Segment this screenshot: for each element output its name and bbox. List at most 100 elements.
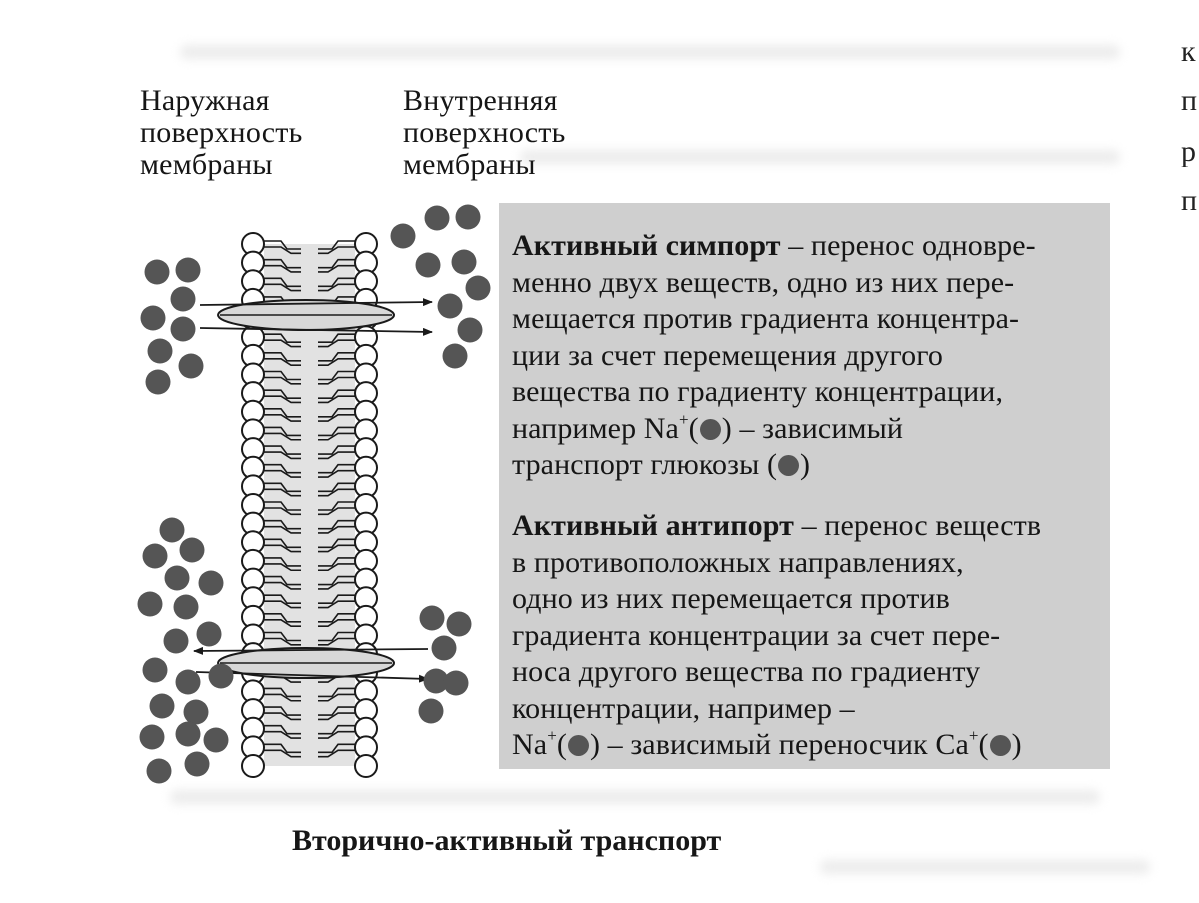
lipid-tail [318,581,355,590]
calcium-ion-icon [989,735,1011,756]
ion-icon [183,699,209,725]
lipid-tail [264,544,301,553]
lipid-tail [264,501,301,511]
lipid-tail [318,544,355,553]
lipid-tail [318,445,355,455]
lipid-tail [318,563,355,572]
lipid-tail [318,370,355,381]
antiport-arrow-inward [195,671,429,683]
lipid-tail [318,358,355,366]
sodium-ion-icon [567,735,589,756]
lipid-tail [264,613,301,623]
ion-icon [175,257,201,283]
symport-definition: Активный симпорт – перенос одновре- менн… [512,228,1036,484]
bleed-through-line [820,860,1150,874]
ions [137,204,491,784]
lipid-tail [318,613,355,623]
lipid-tail [318,283,355,292]
ion-icon [446,611,472,637]
lipid-tail [318,376,355,385]
lipid-tail [264,445,301,455]
paren: ( [556,728,567,761]
ion-icon [163,628,189,654]
outer-surface-label: Наружная поверхность мембраны [140,85,302,181]
lipid-tail [318,264,355,273]
lipid-tail [318,395,355,404]
ion-icon [164,565,190,591]
antiport-line: носа другого вещества по градиенту [512,655,981,688]
lipid-tail [318,333,355,344]
ion-icon [149,693,175,719]
ion-icon [173,594,199,620]
ion-icon [139,724,165,750]
lipid-tail [264,749,301,758]
lipid-tail [264,333,301,344]
ion-icon [415,252,441,278]
cropped-text-fragment: р [1181,137,1196,167]
lipid-tail [318,519,355,530]
sodium-charge: + [678,409,689,429]
lipid-tail [318,240,355,250]
lipid-tail [264,426,301,437]
lipid-tail [264,730,301,739]
cropped-text-fragment: п [1181,86,1198,116]
ion-icon [443,670,469,696]
lipid-tail [264,600,301,609]
lipid-tail [318,637,355,646]
lipid-tail [318,631,355,642]
lipid-tail [318,507,355,516]
symport-example-line: например Na+() – зависимый [512,411,1036,448]
ion-icon [146,758,172,784]
lipid-tail [264,712,301,721]
lipid-tail [318,693,355,702]
lipid-tail [264,693,301,702]
lipid-tail [264,743,301,754]
ion-icon [145,369,171,395]
ion-icon [442,343,468,369]
ion-icon [423,668,449,694]
transporters [193,298,433,683]
ion-icon [142,657,168,683]
lipid-tail [318,451,355,460]
phospholipid-head [241,754,265,778]
antiport-line-1: Активный антипорт – перенос веществ [512,508,1041,545]
lipid-tail [264,575,301,586]
lipid-tail [264,724,301,735]
ion-icon [170,316,196,342]
lipid-tail [264,376,301,385]
lipid-tail [264,557,301,567]
sodium-charge: + [547,726,557,745]
symport-text: – перенос одновре- [780,229,1036,262]
paren: ( [978,728,989,761]
ion-icon [208,663,234,689]
sodium-ion-icon [699,418,721,440]
lipid-tail [318,407,355,418]
lipid-tail [264,469,301,478]
ion-icon [184,751,210,777]
calcium-charge: + [968,726,979,745]
antiport-line: в противоположных направлениях, [512,545,964,579]
lipid-tail [318,724,355,735]
ion-icon [390,223,416,249]
lipid-tail [264,339,301,348]
ion-icon [147,338,173,364]
lipid-tail [318,432,355,441]
lipid-tail [264,488,301,497]
inner-surface-label-line: мембраны [403,148,536,181]
ion-icon [178,353,204,379]
ion-icon [175,669,201,695]
lipid-tail [264,538,301,549]
lipid-tail [264,407,301,418]
ion-icon [179,537,205,563]
bleed-through-line [180,45,1120,59]
lipid-tail [264,283,301,292]
lipid-tail [264,687,301,698]
symport-line: ции за счет перемещения другого [512,338,943,372]
lipid-tail [264,637,301,646]
lipid-tail [264,258,301,269]
ion-icon [431,635,457,661]
phospholipid-head [354,754,378,778]
lipid-tail [318,749,355,758]
lipid-tail [318,426,355,437]
ion-icon [196,621,222,647]
